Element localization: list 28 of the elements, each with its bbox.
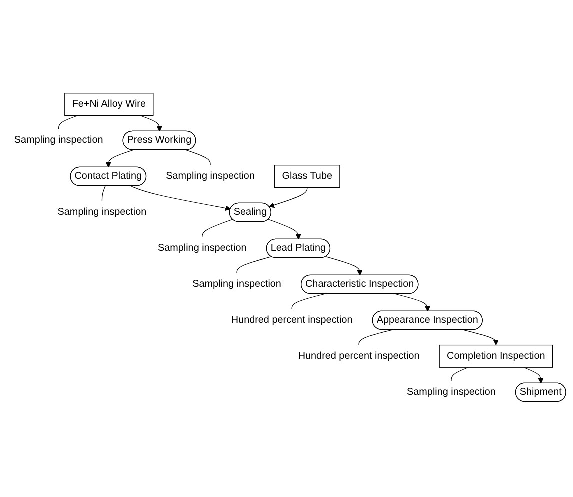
connector [292,294,326,310]
node-text: Sampling inspection [58,206,147,218]
arrow [269,187,308,208]
arrow [326,256,363,276]
node-box: Completion Inspection [439,344,554,368]
connector [186,150,211,166]
node-box: Glass Tube [274,165,340,188]
arrow [106,150,134,168]
connector [202,219,234,238]
arrow [140,115,162,132]
arrow [268,219,302,240]
node-text: Sampling inspection [166,170,255,182]
arrow [394,294,430,312]
connector [358,330,393,346]
connector [236,256,272,274]
arrow [524,367,544,384]
connector [102,186,106,202]
node-text: Sampling inspection [192,278,282,290]
node-text: Hundred percent inspection [298,350,420,362]
node-text: Sampling inspection [158,242,247,254]
arrow [130,186,231,211]
node-text: Hundred percent inspection [231,314,353,326]
node-box: Fe+Ni Alloy Wire [64,93,154,116]
connector [451,367,469,382]
node-text: Sampling inspection [407,386,496,398]
connector [58,115,78,130]
node-text: Sampling inspection [14,134,104,146]
arrow [463,330,499,346]
